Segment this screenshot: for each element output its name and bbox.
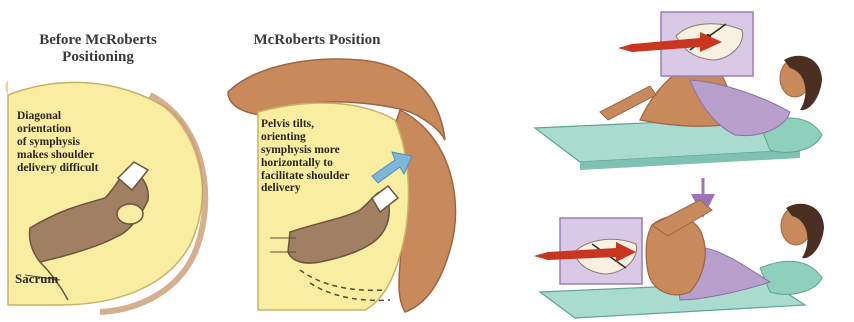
caption-diagonal-orientation: Diagonal orientation of symphysis makes … bbox=[17, 110, 135, 174]
label-sacrum: Sacrum bbox=[15, 272, 58, 287]
title-mcroberts-position: McRoberts Position bbox=[222, 32, 412, 49]
caption-pelvis-tilts: Pelvis tilts, orienting symphysis more h… bbox=[261, 118, 389, 195]
title-before-mcroberts: Before McRoberts Positioning bbox=[14, 32, 182, 66]
